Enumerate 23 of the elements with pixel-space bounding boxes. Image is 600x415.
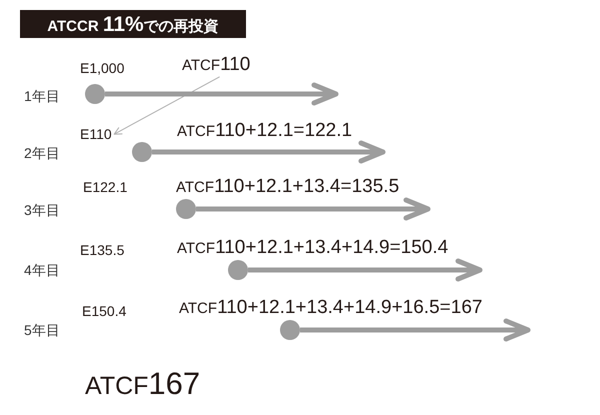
value-label: E1,000 — [80, 61, 124, 77]
year-label: 1年目 — [24, 89, 60, 105]
arrow — [114, 76, 220, 135]
timeline-arrow — [105, 82, 338, 106]
year-label: 3年目 — [24, 203, 60, 219]
atcf-label: ATCF110 — [182, 55, 250, 74]
timeline-arrow — [300, 318, 530, 342]
atcf-formula: ATCF110+12.1=122.1 — [177, 121, 352, 140]
year-label: 5年目 — [24, 323, 60, 339]
value-label: E122.1 — [83, 180, 128, 196]
value-label: E110 — [80, 127, 112, 143]
year-label: 2年目 — [24, 146, 60, 162]
atcf-formula: ATCF110+12.1+13.4=135.5 — [176, 177, 400, 196]
title-banner: ATCCR 11%での再投資 — [20, 10, 246, 38]
timeline-arrow — [248, 258, 482, 282]
value-label: E150.4 — [82, 304, 126, 320]
timeline-arrow — [152, 140, 386, 164]
atcf-formula: ATCF110+12.1+13.4+14.9+16.5=167 — [179, 298, 482, 317]
timeline-arrow — [196, 198, 430, 220]
value-label: E135.5 — [80, 243, 124, 259]
year-label: 4年目 — [24, 263, 60, 279]
atcf-formula: ATCF110+12.1+13.4+14.9=150.4 — [177, 238, 448, 257]
result-label: ATCF167 — [85, 368, 200, 399]
